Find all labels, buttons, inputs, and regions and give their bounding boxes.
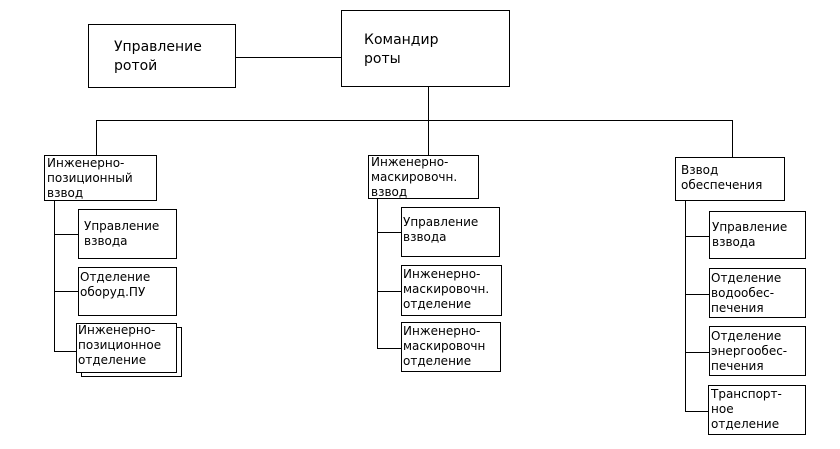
platoon-2-label: Инженерно- маскировочн. взвод xyxy=(371,155,458,199)
connector-management-command xyxy=(236,57,342,58)
connector-platoon-2-unit-2 xyxy=(377,291,401,292)
connector-platoon-1-unit-2 xyxy=(54,291,78,292)
connector-platoon-3-unit-4 xyxy=(685,411,709,412)
platoon-2-unit-3-label: Инженерно- маскировочн отделение xyxy=(403,324,486,368)
platoon-1-label: Инженерно- позиционный взвод xyxy=(47,156,133,200)
platoon-1-unit-1-box xyxy=(78,209,177,259)
connector-platoon-2-spine xyxy=(377,199,378,348)
company-management-label: Управление ротой xyxy=(114,39,202,74)
platoon-2-unit-1-label: Управление взвода xyxy=(403,215,479,244)
platoon-3-unit-3-box xyxy=(709,326,806,376)
connector-platoon-3-unit-1 xyxy=(685,236,709,237)
connector-platoon-3-spine xyxy=(685,201,686,412)
platoon-2-unit-3-box xyxy=(401,322,501,372)
platoon-2-unit-2-label: Инженерно- маскировочн. отделение xyxy=(403,267,490,311)
platoon-3-box xyxy=(675,157,785,201)
platoon-1-unit-3-label: Инженерно- позиционное отделение xyxy=(78,323,162,367)
company-command-box xyxy=(341,10,510,87)
platoon-1-unit-1-label: Управление взвода xyxy=(84,219,160,248)
platoon-2-unit-1-box xyxy=(401,207,500,257)
connector-platoon-2-drop xyxy=(428,120,429,155)
platoon-1-unit-3-box xyxy=(76,323,177,373)
connector-platoon-2-unit-1 xyxy=(377,232,401,233)
connector-platoon-3-unit-3 xyxy=(685,352,709,353)
connector-platoon-3-unit-2 xyxy=(685,294,709,295)
platoon-2-unit-2-box xyxy=(401,265,502,316)
platoon-2-box xyxy=(368,155,479,199)
platoon-3-unit-2-box xyxy=(709,268,806,318)
connector-platoon-1-unit-3 xyxy=(54,351,76,352)
connector-platoon-bus xyxy=(96,120,733,121)
platoon-3-unit-1-box xyxy=(709,211,806,259)
platoon-1-unit-2-box xyxy=(78,267,177,316)
company-management-box xyxy=(88,24,236,88)
connector-platoon-2-unit-3 xyxy=(377,348,401,349)
platoon-1-unit-2-label: Отделение оборуд.ПУ xyxy=(80,270,151,299)
platoon-1-box xyxy=(44,155,157,201)
connector-command-trunk xyxy=(428,87,429,120)
platoon-3-label: Взвод обеспечения xyxy=(681,163,763,192)
connector-platoon-1-drop xyxy=(96,120,97,155)
platoon-3-unit-4-box xyxy=(708,385,806,435)
platoon-3-unit-1-label: Управление взвода xyxy=(712,220,788,249)
platoon-3-unit-2-label: Отделение водообес- печения xyxy=(711,271,782,315)
connector-platoon-1-unit-1 xyxy=(54,234,78,235)
company-command-label: Командир роты xyxy=(364,32,439,67)
platoon-3-unit-3-label: Отделение энергообес- печения xyxy=(711,329,788,373)
connector-platoon-3-drop xyxy=(732,120,733,157)
connector-platoon-1-spine xyxy=(54,201,55,352)
platoon-3-unit-4-label: Транспорт- ное отделение xyxy=(711,387,782,431)
